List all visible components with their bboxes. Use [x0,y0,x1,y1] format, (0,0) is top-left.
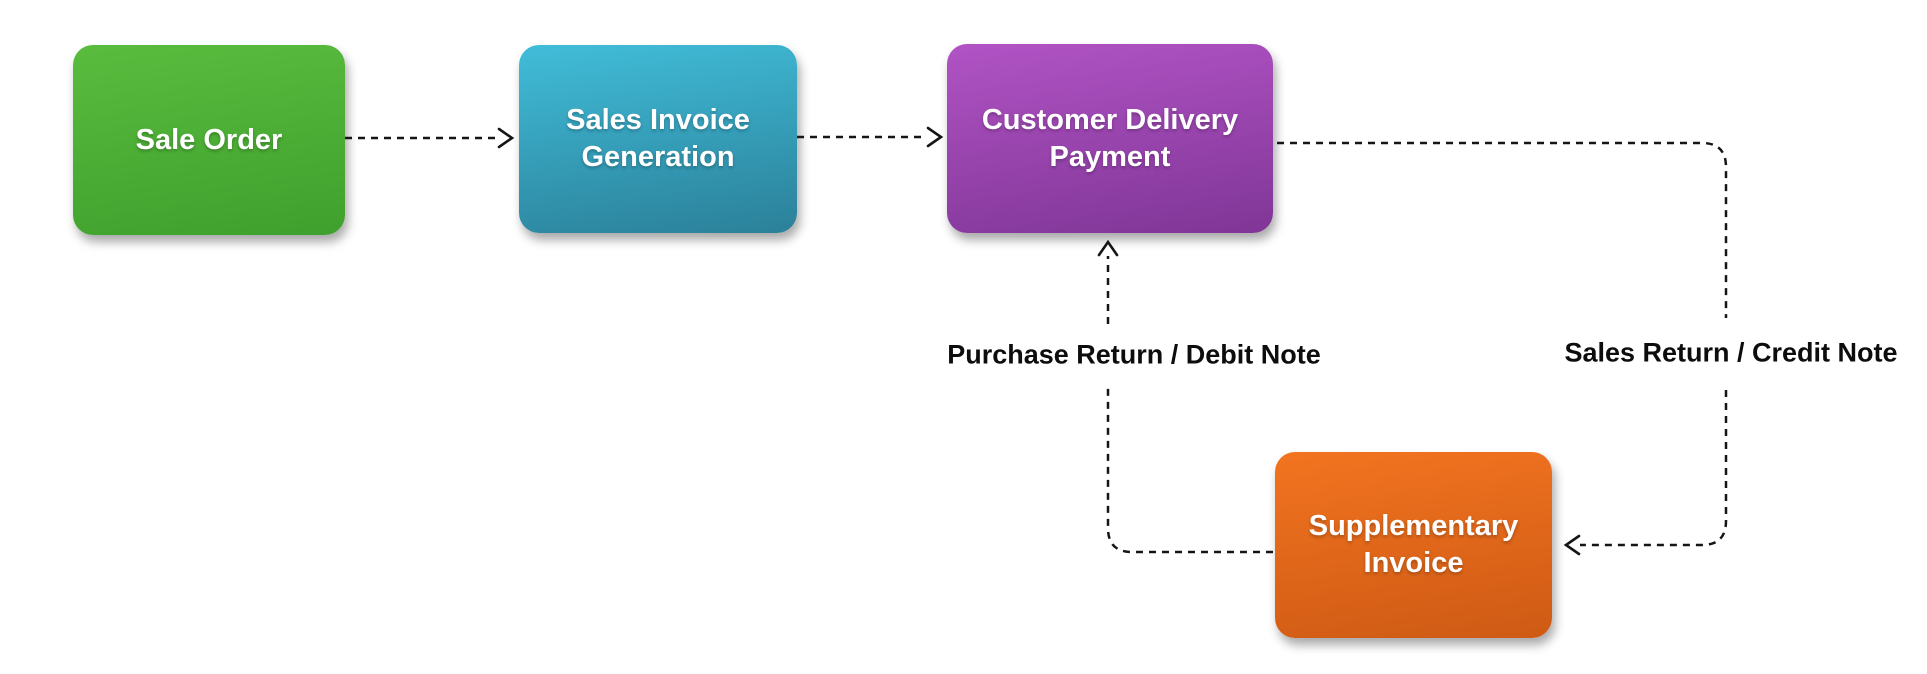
arrowhead-right-icon [497,127,515,149]
node-label-supplementary-invoice: Supplementary Invoice [1308,510,1519,579]
edge-sales-invoice-to-customer-delivery [797,126,944,148]
edge-label-purchase-return-debit-note: Purchase Return / Debit Note [947,339,1321,370]
node-label-customer-delivery-payment: Customer Delivery Payment [981,103,1239,173]
edge-line [1277,141,1728,318]
node-label-sale-order: Sale Order [135,123,283,156]
edge-line [1106,388,1273,554]
arrowhead-right-icon [926,126,944,148]
node-customer-delivery-payment: Customer Delivery Payment [947,44,1273,233]
node-sale-order: Sale Order [73,45,345,235]
edge-label-sales-return-credit-note: Sales Return / Credit Note [1564,337,1898,368]
edge-supplementary-to-customer-delivery [1097,239,1273,554]
arrowhead-left-icon [1563,534,1581,556]
edge-customer-delivery-to-supplementary [1277,141,1728,556]
node-supplementary-invoice: Supplementary Invoice [1275,452,1552,638]
node-sales-invoice-generation: Sales Invoice Generation [519,45,797,233]
edge-sale-order-to-sales-invoice [345,127,515,149]
node-label-sales-invoice-generation: Sales Invoice Generation [566,104,750,173]
arrowhead-up-icon [1097,239,1119,257]
edge-line [1580,390,1728,547]
